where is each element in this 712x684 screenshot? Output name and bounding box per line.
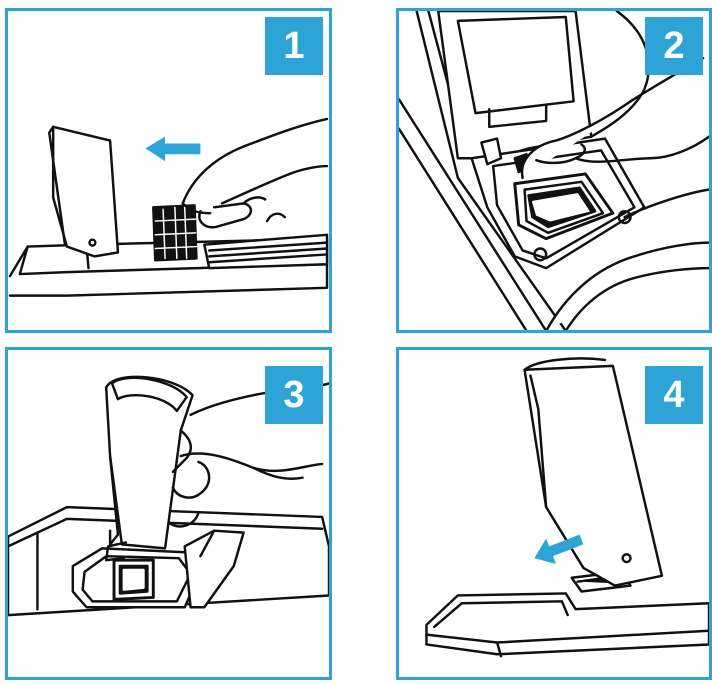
step-3-panel: 3 [5, 347, 332, 680]
step-number-badge: 1 [265, 17, 323, 75]
step-number-badge: 3 [265, 366, 323, 424]
step-number-badge: 4 [645, 366, 703, 424]
left-arrow-icon [145, 137, 200, 162]
step-number-badge: 2 [645, 17, 703, 75]
step-2-panel: 2 [396, 8, 712, 333]
step-1-panel: 1 [5, 8, 332, 333]
step-4-panel: 4 [396, 347, 712, 680]
